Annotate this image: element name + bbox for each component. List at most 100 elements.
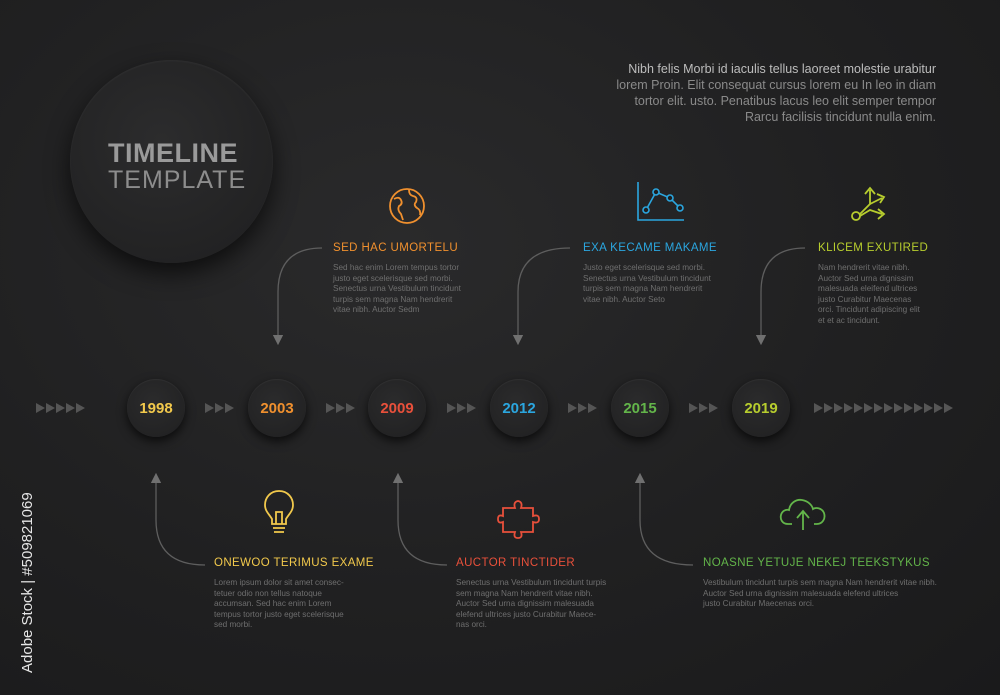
milestone-text-2019: Nam hendrerit vitae nibh. Auctor Sed urn… [818, 263, 958, 326]
text-line: Auctor Sed urna dignissim malesuada elef… [703, 588, 899, 598]
chevron-arrow [854, 403, 863, 413]
chevron-arrow [588, 403, 597, 413]
chevron-arrow [914, 403, 923, 413]
chevron-arrow [225, 403, 234, 413]
text-line: turpis sem magna Nam hendrerit [333, 294, 453, 304]
text-line: sed morbi. [214, 620, 253, 629]
chevron-arrow [66, 403, 75, 413]
connector-2019 [755, 247, 806, 346]
text-line: Nam hendrerit vitae nibh. [818, 263, 910, 272]
intro-line: Nibh felis Morbi id iaculis tellus laore… [628, 62, 936, 76]
chevron-arrow [924, 403, 933, 413]
milestone-heading-1998: ONEWOO TERIMUS EXAME [214, 557, 374, 569]
arrow-trail [36, 403, 953, 413]
connector-1998 [150, 472, 206, 566]
chevron-arrow [205, 403, 214, 413]
text-line: et et ac tincidunt. [818, 315, 880, 325]
chevron-arrow [709, 403, 718, 413]
chevron-arrow [56, 403, 65, 413]
year-circle-2003: 2003 [248, 379, 306, 437]
chevron-arrow [934, 403, 943, 413]
chevron-arrow [689, 403, 698, 413]
chevron-arrow [904, 403, 913, 413]
milestone-heading-2015: NOASNE YETUJE NEKEJ TEEKSTYKUS [703, 557, 930, 569]
text-line: malesuada eleifend ultrices [818, 284, 918, 293]
chevron-arrow [346, 403, 355, 413]
chevron-arrow [36, 403, 45, 413]
chevron-arrow [814, 403, 823, 413]
year-circle-2012: 2012 [490, 379, 548, 437]
year-circle-2009: 2009 [368, 379, 426, 437]
chevron-arrow [457, 403, 466, 413]
globe-icon [389, 188, 425, 224]
text-line: tempus tortor justo eget scelerisque [214, 609, 344, 619]
puzzle-icon [497, 500, 540, 539]
text-line: turpis sem magna Nam hendrerit [583, 284, 703, 293]
connector-2003 [272, 247, 323, 346]
intro-text: Nibh felis Morbi id iaculis tellus laore… [596, 61, 936, 125]
connector-2015 [634, 472, 694, 566]
text-line: Vestibulum tincidunt turpis sem magna Na… [703, 578, 937, 587]
connector-2012 [512, 247, 571, 346]
chevron-arrow [336, 403, 345, 413]
chevron-arrow [578, 403, 587, 413]
year-circle-2019: 2019 [732, 379, 790, 437]
text-line: Sed hac enim Lorem tempus tortor [333, 263, 460, 272]
milestone-heading-2003: SED HAC UMORTELU [333, 242, 459, 254]
milestone-heading-2019: KLICEM EXUTIRED [818, 242, 929, 254]
milestone-text-2015: Vestibulum tincidunt turpis sem magna Na… [703, 578, 963, 610]
intro-line: tortor elit. usto. Penatibus lacus leo e… [634, 94, 936, 108]
text-line: accumsan. Sed hac enim Lorem [214, 599, 332, 608]
text-line: Justo eget scelerisque sed morbi. [583, 263, 705, 272]
text-line: orci. Tincidunt adipiscing elit [818, 305, 920, 314]
text-line: nas orci. [456, 620, 487, 629]
chevron-arrow [884, 403, 893, 413]
chevron-arrow [76, 403, 85, 413]
chevron-arrow [46, 403, 55, 413]
year-circle-2015: 2015 [611, 379, 669, 437]
chevron-arrow [824, 403, 833, 413]
connector-2009 [392, 472, 448, 566]
milestone-text-1998: Lorem ipsum dolor sit amet consec- tetue… [214, 578, 374, 631]
year-circle-1998: 1998 [127, 379, 185, 437]
milestone-text-2012: Justo eget scelerisque sed morbi. Senect… [583, 263, 733, 305]
text-line: Lorem ipsum dolor sit amet consec- [214, 578, 344, 587]
text-line: elefend ultrices justo Curabitur Maece- [456, 609, 597, 619]
arrows-split-icon [851, 186, 886, 221]
text-line: Senectus urna Vestibulum tincidunt [583, 273, 711, 283]
chevron-arrow [568, 403, 577, 413]
chevron-arrow [699, 403, 708, 413]
text-line: justo eget scelerisque sed morbi. [333, 273, 453, 283]
chevron-arrow [894, 403, 903, 413]
milestone-heading-2009: AUCTOR TINCTIDER [456, 557, 576, 569]
lightbulb-icon [264, 490, 294, 533]
chevron-arrow [944, 403, 953, 413]
chevron-arrow [834, 403, 843, 413]
text-line: sem magna Nam hendrerit vitae nibh. [456, 588, 593, 598]
cloud-upload-icon [779, 498, 826, 530]
chevron-arrow [864, 403, 873, 413]
text-line: vitae nibh. Auctor Seto [583, 294, 665, 304]
intro-line: lorem Proin. Elit consequat cursus lorem… [616, 78, 936, 92]
text-line: Auctor Sed urna dignissim [818, 273, 914, 283]
text-line: justo Curabitur Maecenas orci. [703, 599, 815, 608]
milestone-heading-2012: EXA KECAME MAKAME [583, 242, 717, 254]
milestone-text-2009: Senectus urna Vestibulum tincidunt turpi… [456, 578, 626, 631]
watermark-text: Adobe Stock | #509821069 [19, 492, 36, 673]
intro-line: Rarcu facilisis tincidunt nulla enim. [744, 110, 936, 124]
text-line: Senectus urna Vestibulum tincidunt [333, 284, 461, 293]
page-title: TIMELINE [108, 138, 238, 168]
text-line: Senectus urna Vestibulum tincidunt turpi… [456, 578, 607, 587]
text-line: Auctor Sed urna dignissim malesuada [456, 599, 594, 608]
text-line: tetuer odio non tellus natoque [214, 588, 322, 598]
chevron-arrow [215, 403, 224, 413]
text-line: justo Curabitur Maecenas [818, 294, 912, 304]
stock-watermark: Adobe Stock | #509821069 [10, 455, 40, 675]
text-line: vitae nibh. Auctor Sedm [333, 305, 420, 314]
chevron-arrow [447, 403, 456, 413]
chevron-arrow [467, 403, 476, 413]
chevron-arrow [874, 403, 883, 413]
svg-text:Adobe Stock | #509821069: Adobe Stock | #509821069 [19, 492, 36, 673]
